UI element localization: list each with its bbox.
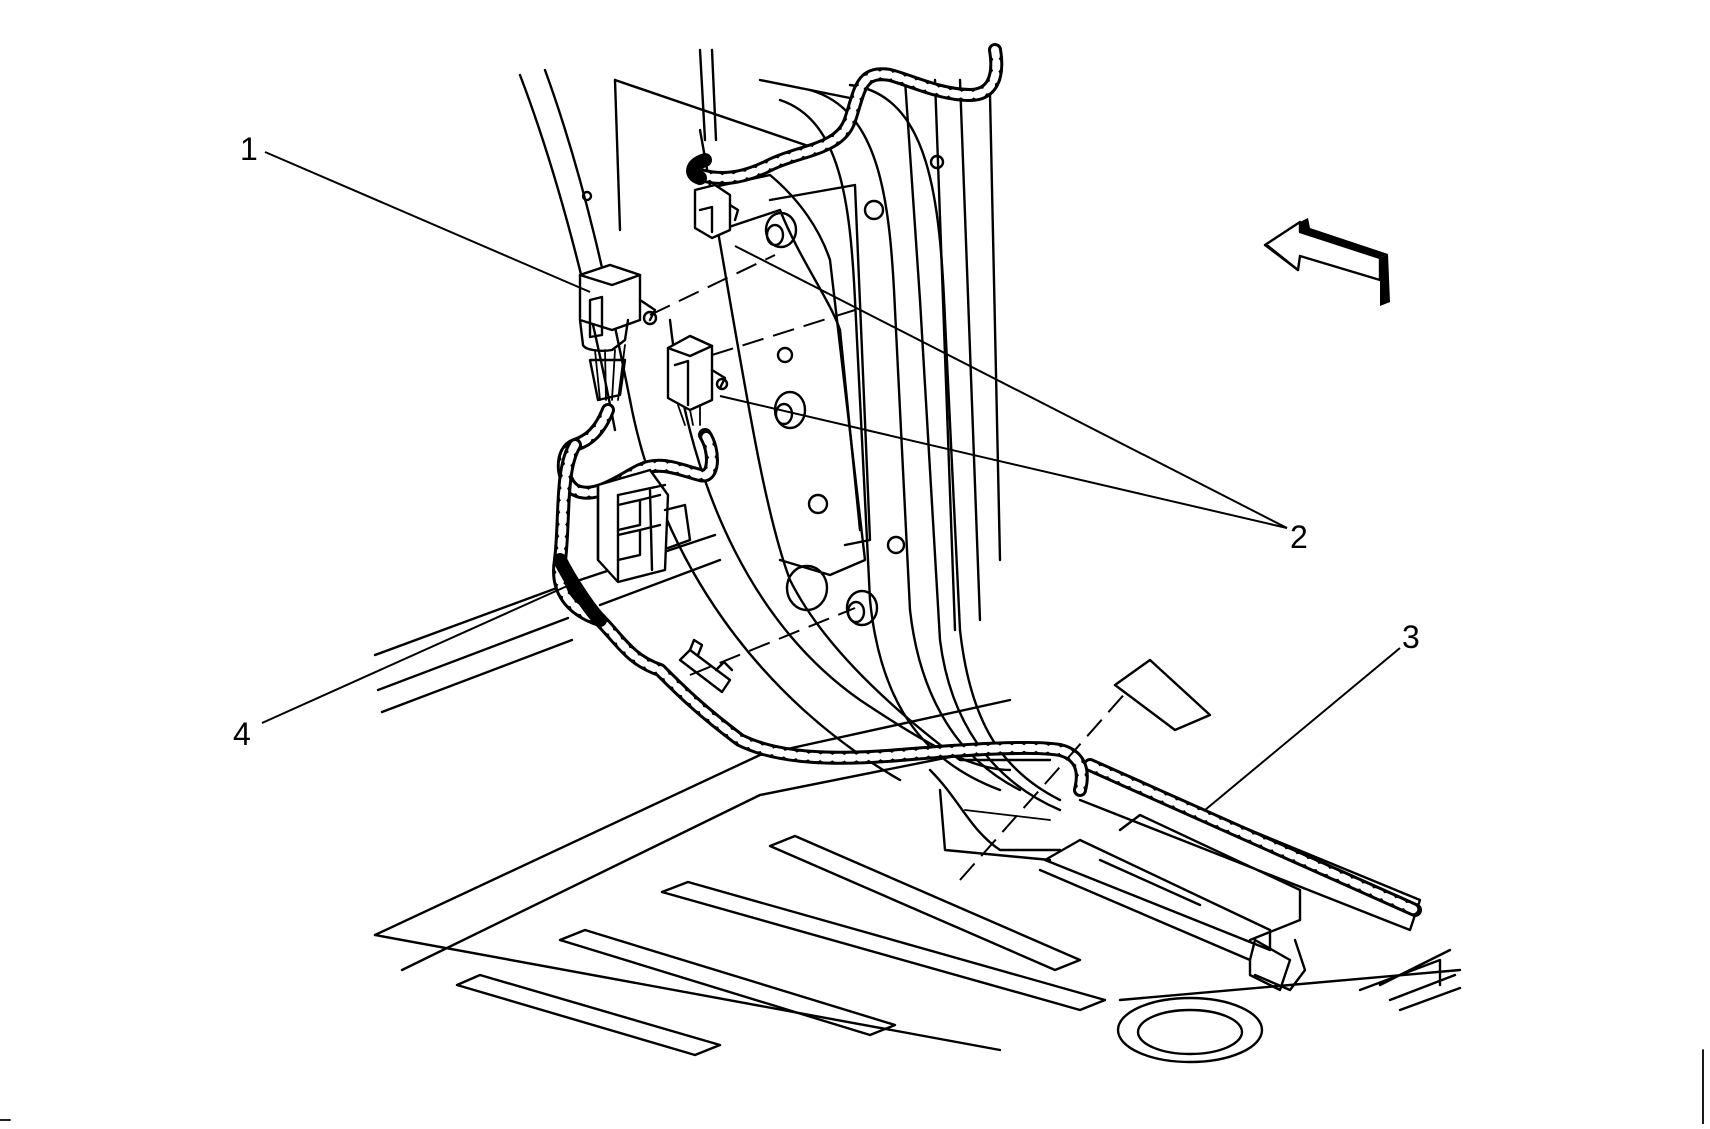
connector-2-lower <box>666 334 729 426</box>
frame-marks <box>0 1049 1704 1125</box>
callout-2: 2 <box>1290 519 1308 555</box>
callouts: 1 2 3 4 <box>233 131 1420 752</box>
front-direction-arrow-icon <box>1263 218 1390 306</box>
callout-4: 4 <box>233 716 251 752</box>
connector-4-block <box>596 468 692 584</box>
callout-3: 3 <box>1402 619 1420 655</box>
connector-2-upper <box>693 183 740 240</box>
sill-trim-plate <box>1038 658 1462 1012</box>
connector-1 <box>578 263 658 402</box>
floor-panel <box>373 533 1462 1064</box>
body-pillar <box>518 48 1062 862</box>
install-dashed-lines <box>649 254 1129 881</box>
callout-1: 1 <box>240 131 258 167</box>
leader-lines <box>261 151 1401 811</box>
